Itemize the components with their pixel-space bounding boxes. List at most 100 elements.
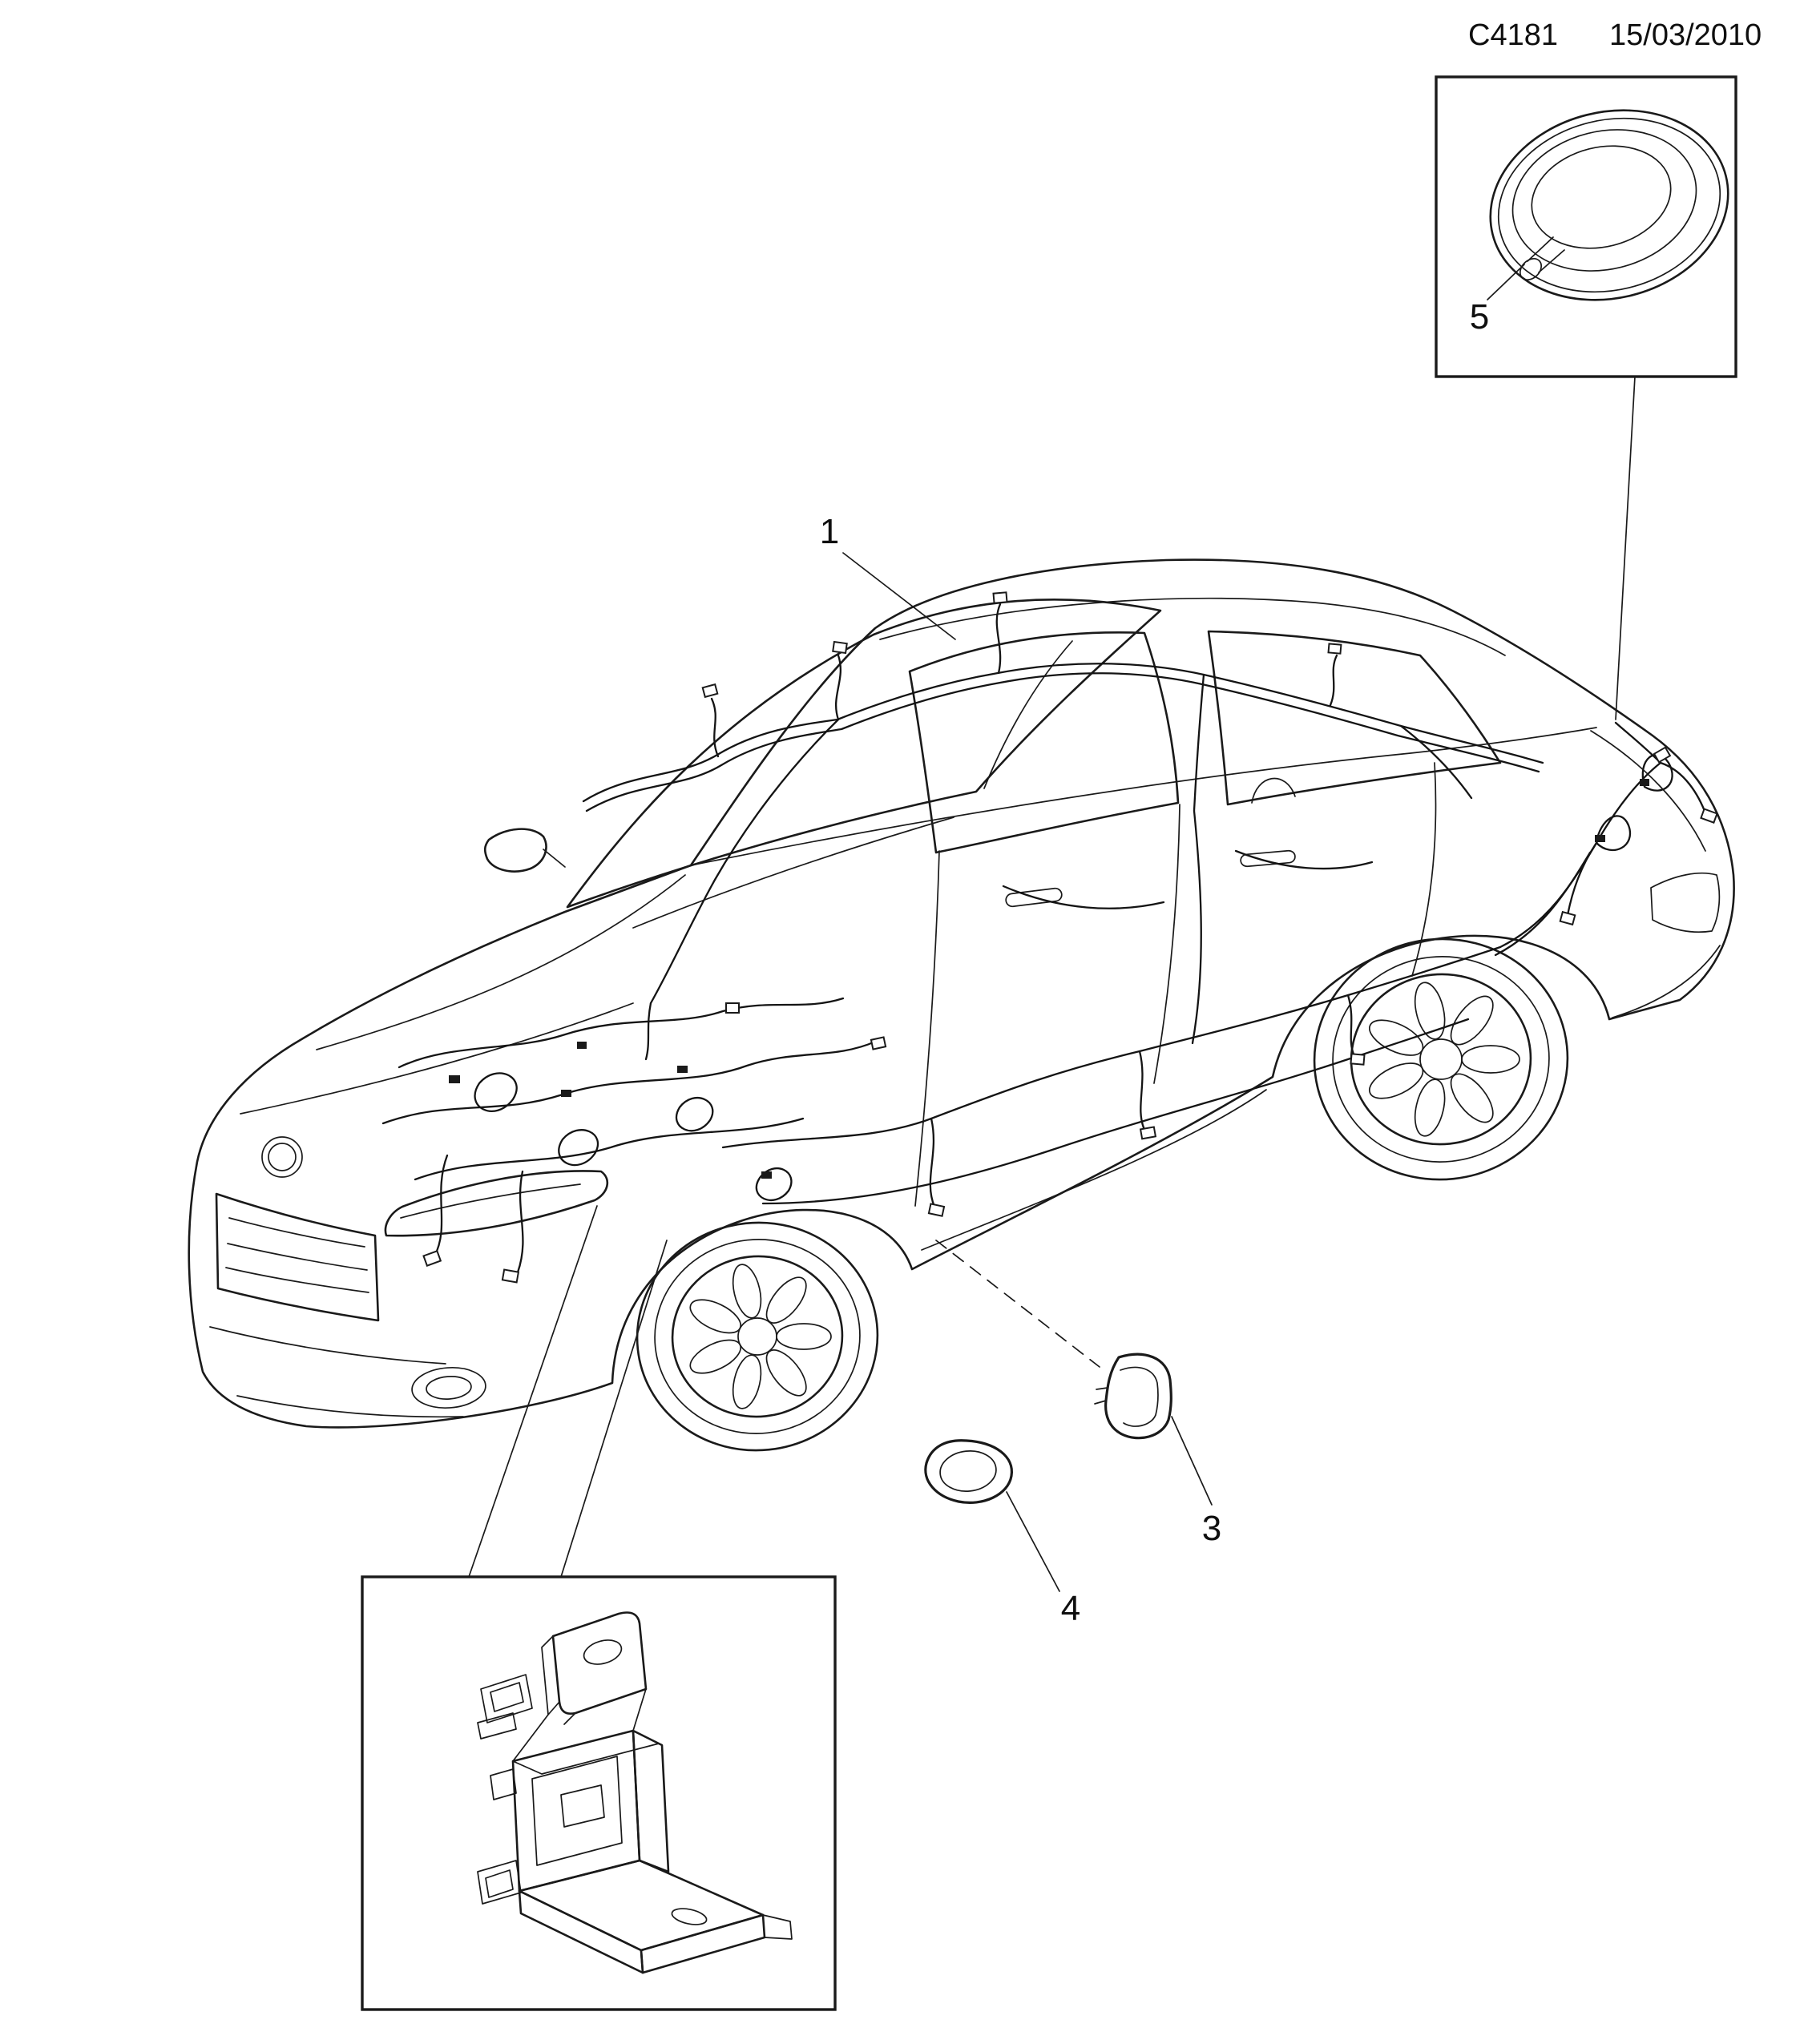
beltline — [690, 727, 1597, 866]
rear-door-window — [1207, 630, 1502, 806]
mirror-stalk — [543, 849, 566, 868]
harness-wire — [1494, 851, 1592, 957]
harness-branch — [1659, 761, 1709, 819]
harness-branch — [1138, 1050, 1146, 1131]
bracket-body-side — [632, 1729, 670, 1873]
harness-loop — [675, 1097, 714, 1132]
harness-wire — [761, 1018, 1470, 1205]
connector — [725, 1002, 740, 1014]
wheel-spoke — [689, 1299, 742, 1334]
harness-wire — [585, 672, 1540, 812]
grommet-stem — [1527, 236, 1565, 273]
bumper-crease — [236, 1395, 464, 1418]
b-pillar-door-gap — [1153, 804, 1180, 1084]
bracket-clip — [480, 1674, 533, 1723]
connector — [1653, 746, 1672, 764]
connector — [1350, 1053, 1366, 1066]
inset-box-frame — [361, 1575, 837, 2011]
figure-header: C4181 15/03/2010 — [1468, 18, 1762, 52]
harness-wire — [1193, 673, 1205, 812]
leader-bracket-wedge-left — [468, 1205, 598, 1578]
tail-lamp — [1650, 872, 1721, 933]
bracket-arm-side — [541, 1635, 576, 1725]
grommet-outer — [1489, 109, 1729, 301]
harness-wire — [1499, 761, 1662, 949]
leader-box5-to-car — [1615, 376, 1636, 720]
grille-bar — [228, 1217, 365, 1248]
harness-branch — [516, 1170, 524, 1274]
roof-drip-line — [879, 597, 1506, 656]
grille — [215, 1192, 380, 1322]
leader-bracket-wedge-right — [560, 1240, 668, 1578]
wheel-spoke — [732, 1264, 762, 1319]
connector — [761, 1171, 772, 1179]
bracket-cavity — [531, 1756, 623, 1866]
grommet-ring — [1497, 117, 1721, 293]
leader-to-label-3 — [1171, 1416, 1213, 1506]
headlight — [384, 1170, 609, 1237]
harness-branch — [1614, 721, 1662, 764]
figure-date: 15/03/2010 — [1609, 18, 1762, 52]
tire-sidewall — [654, 1239, 861, 1434]
harness-bracket-drawing — [477, 1611, 793, 1974]
connector — [701, 683, 719, 699]
bumper-crease — [209, 1326, 446, 1365]
rear-wheel — [1313, 937, 1569, 1181]
hood-badge-inner — [268, 1143, 297, 1171]
harness-branch — [1566, 841, 1598, 917]
grommet-inner-lip — [1120, 1366, 1159, 1427]
connector — [677, 1066, 688, 1073]
harness-branch — [1346, 994, 1356, 1058]
bracket-clip-inner — [485, 1869, 514, 1898]
harness-branch — [1399, 724, 1473, 800]
wheel-spoke — [765, 1276, 807, 1324]
rim — [671, 1255, 844, 1418]
inset-box-frame — [1435, 75, 1737, 378]
wheel-spoke — [732, 1354, 762, 1409]
bracket-toe-tab — [762, 1914, 793, 1940]
harness-loop — [755, 1167, 793, 1201]
grommet-stem-tip — [1519, 257, 1543, 281]
wheel-spoke — [1369, 1062, 1424, 1099]
grommet-ring — [1511, 129, 1697, 272]
callout-rear-grommet: 5 — [1470, 297, 1489, 337]
bracket-tab — [490, 1768, 517, 1800]
bracket-tab — [477, 1712, 517, 1740]
wheel-spoke — [1369, 1019, 1424, 1056]
figure-code: C4181 — [1468, 18, 1558, 52]
bracket-clip-inner — [490, 1682, 524, 1712]
callout-main-harness: 1 — [820, 512, 839, 551]
callout-floor-grommet: 4 — [1061, 1589, 1080, 1628]
side-mirror — [483, 828, 566, 873]
harness-wire — [649, 718, 840, 1005]
hub — [737, 1317, 777, 1356]
body-wiring-harness — [381, 591, 1718, 1284]
car-illustration — [188, 558, 1735, 1452]
rim — [1350, 973, 1532, 1146]
harness-connectors — [422, 591, 1718, 1284]
harness-wire — [1191, 809, 1202, 1045]
rear-door-handle — [1240, 849, 1296, 868]
fog-lamp-inner — [426, 1376, 472, 1400]
connector — [1700, 808, 1718, 824]
wheel-spoke — [776, 1323, 832, 1350]
far-a-pillar-line — [983, 640, 1073, 789]
harness-branch — [834, 654, 842, 721]
bracket-foot-edge — [518, 1889, 644, 1974]
connector — [992, 591, 1008, 604]
callout-door-grommet: 3 — [1202, 1509, 1221, 1548]
bracket-foot-top — [518, 1859, 765, 1952]
bracket-hole — [583, 1639, 623, 1665]
harness-branch — [644, 1002, 652, 1061]
harness-wire — [1002, 885, 1165, 909]
tire — [636, 1221, 879, 1452]
harness-wire — [414, 1117, 805, 1181]
bracket-upper-arm — [551, 1611, 648, 1715]
connector — [927, 1203, 946, 1217]
tire — [1313, 937, 1569, 1181]
wheel-spoke — [1461, 1045, 1520, 1074]
front-wheel — [636, 1221, 879, 1452]
harness-branch — [710, 697, 720, 758]
part-door-grommet — [1094, 1353, 1172, 1440]
